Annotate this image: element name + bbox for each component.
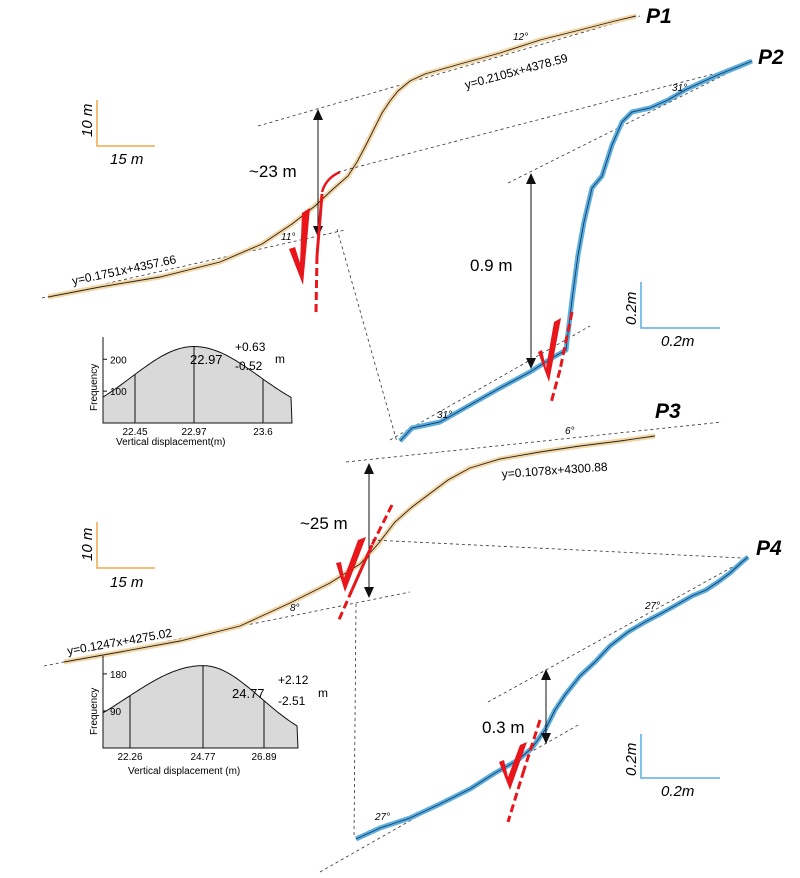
p3-label: P3 xyxy=(655,400,681,423)
p4-upper-angle: 27° xyxy=(644,601,660,612)
p1-label: P1 xyxy=(646,5,672,28)
profile-p2: 0.9 m 31° 31° P2 xyxy=(389,46,784,443)
hist1-ytick-label-1: 100 xyxy=(110,387,127,398)
p2-upper-fit-line xyxy=(507,59,755,184)
scalebar-p3: 10 m 15 m xyxy=(79,522,155,591)
p4-upper-fit-line xyxy=(487,559,746,703)
scalebar-p1-horizontal-label: 15 m xyxy=(110,151,143,168)
hist2-xtick-label-1: 24.77 xyxy=(190,752,215,763)
hist1-median-value: 22.97 xyxy=(190,352,223,367)
p1-upper-angle: 12° xyxy=(513,32,528,43)
p4-offset-label: 0.3 m xyxy=(482,718,525,737)
p2-profile-centerline xyxy=(399,60,753,442)
hist1-ytick-label-0: 200 xyxy=(110,355,127,366)
p3-p4-connector-b xyxy=(371,539,743,559)
p1-fault xyxy=(289,170,341,313)
p1-offset-label: ~23 m xyxy=(249,162,297,181)
scalebar-p3-vertical-label: 10 m xyxy=(79,528,96,561)
scalebar-p4-horizontal-label: 0.2m xyxy=(661,783,694,800)
p2-profile-blue xyxy=(398,58,753,443)
p3-lower-angle: 8° xyxy=(290,603,300,614)
p1-upper-fit-line xyxy=(257,15,641,127)
hist1-upper-error: +0.63 xyxy=(235,340,266,354)
hist1-xlabel: Vertical displacement(m) xyxy=(116,437,225,448)
p1-profile-centerline xyxy=(47,15,637,298)
histogram-p1: 200 100 22.45 22.97 23.6 Frequency Vertical … xyxy=(89,337,293,448)
histogram-p3: 180 90 22.26 24.77 26.89 Frequency Vertical … xyxy=(89,656,328,777)
p2-lower-angle: 31° xyxy=(437,410,452,421)
scalebar-p4: 0.2m 0.2m xyxy=(623,734,720,800)
hist1-distribution-curve xyxy=(102,346,293,424)
p3-profile-centerline xyxy=(63,435,656,663)
hist1-unit: m xyxy=(275,352,285,366)
p4-fault xyxy=(499,719,542,823)
hist2-ylabel: Frequency xyxy=(89,688,100,735)
hist2-median-value: 24.77 xyxy=(232,686,265,701)
p1-lower-fit-line xyxy=(41,229,346,299)
p2-fault xyxy=(538,311,574,404)
p4-lower-angle: 27° xyxy=(374,812,390,823)
p3-upper-angle: 6° xyxy=(565,426,575,437)
p4-offset-arrow xyxy=(541,669,551,744)
hist1-ylabel: Frequency xyxy=(89,364,100,411)
p2-offset-arrow xyxy=(526,173,536,369)
p1-p2-connector-b xyxy=(337,65,745,173)
profile-p4: 0.3 m 27° 27° P4 xyxy=(319,537,782,873)
hist2-unit: m xyxy=(318,686,328,700)
scalebar-p2: 0.2m 0.2m xyxy=(623,282,720,350)
hist1-xtick-label-1: 22.97 xyxy=(181,427,206,438)
hist1-lower-error: -0.52 xyxy=(235,359,263,373)
p2-label: P2 xyxy=(758,46,784,69)
p3-offset-label: ~25 m xyxy=(300,514,348,533)
p4-profile-centerline xyxy=(355,556,749,840)
scalebar-p4-vertical-label: 0.2m xyxy=(623,743,640,776)
histogram-p1-marks: 200 100 22.45 22.97 23.6 xyxy=(102,337,293,438)
hist1-xtick-label-2: 23.6 xyxy=(253,427,273,438)
scalebar-p3-horizontal-label: 15 m xyxy=(110,574,143,591)
scalebar-p1: 10 m 15 m xyxy=(79,100,155,168)
hist2-lower-error: -2.51 xyxy=(278,694,306,708)
p2-upper-angle: 31° xyxy=(672,83,687,94)
hist2-ytick-label-0: 180 xyxy=(110,670,127,681)
p1-p2-connector-a xyxy=(336,228,398,443)
hist2-upper-error: +2.12 xyxy=(278,673,309,687)
p2-offset-label: 0.9 m xyxy=(470,256,513,275)
p3-fault xyxy=(336,504,394,623)
p3-upper-equation: y=0.1078x+4300.88 xyxy=(501,460,608,481)
p4-lower-fit-line xyxy=(319,723,581,873)
p4-label: P4 xyxy=(756,537,782,560)
hist2-ytick-label-1: 90 xyxy=(110,707,122,718)
p1-lower-angle: 11° xyxy=(281,232,295,243)
scalebar-p2-vertical-label: 0.2m xyxy=(623,292,640,325)
hist2-xtick-label-0: 22.26 xyxy=(117,752,142,763)
hist1-xtick-label-0: 22.45 xyxy=(122,427,147,438)
p3-p4-connector-a xyxy=(353,603,357,839)
scalebar-p1-vertical-label: 10 m xyxy=(79,104,96,137)
scalebar-p2-horizontal-label: 0.2m xyxy=(661,333,694,350)
p2-lower-fit-line xyxy=(389,325,591,441)
hist2-xlabel: Vertical displacement (m) xyxy=(128,766,240,777)
p3-offset-arrow xyxy=(364,463,374,598)
histogram-p3-marks: 180 90 22.26 24.77 26.89 xyxy=(102,656,299,763)
hist2-distribution-curve xyxy=(102,665,299,749)
hist2-xtick-label-2: 26.89 xyxy=(251,752,276,763)
